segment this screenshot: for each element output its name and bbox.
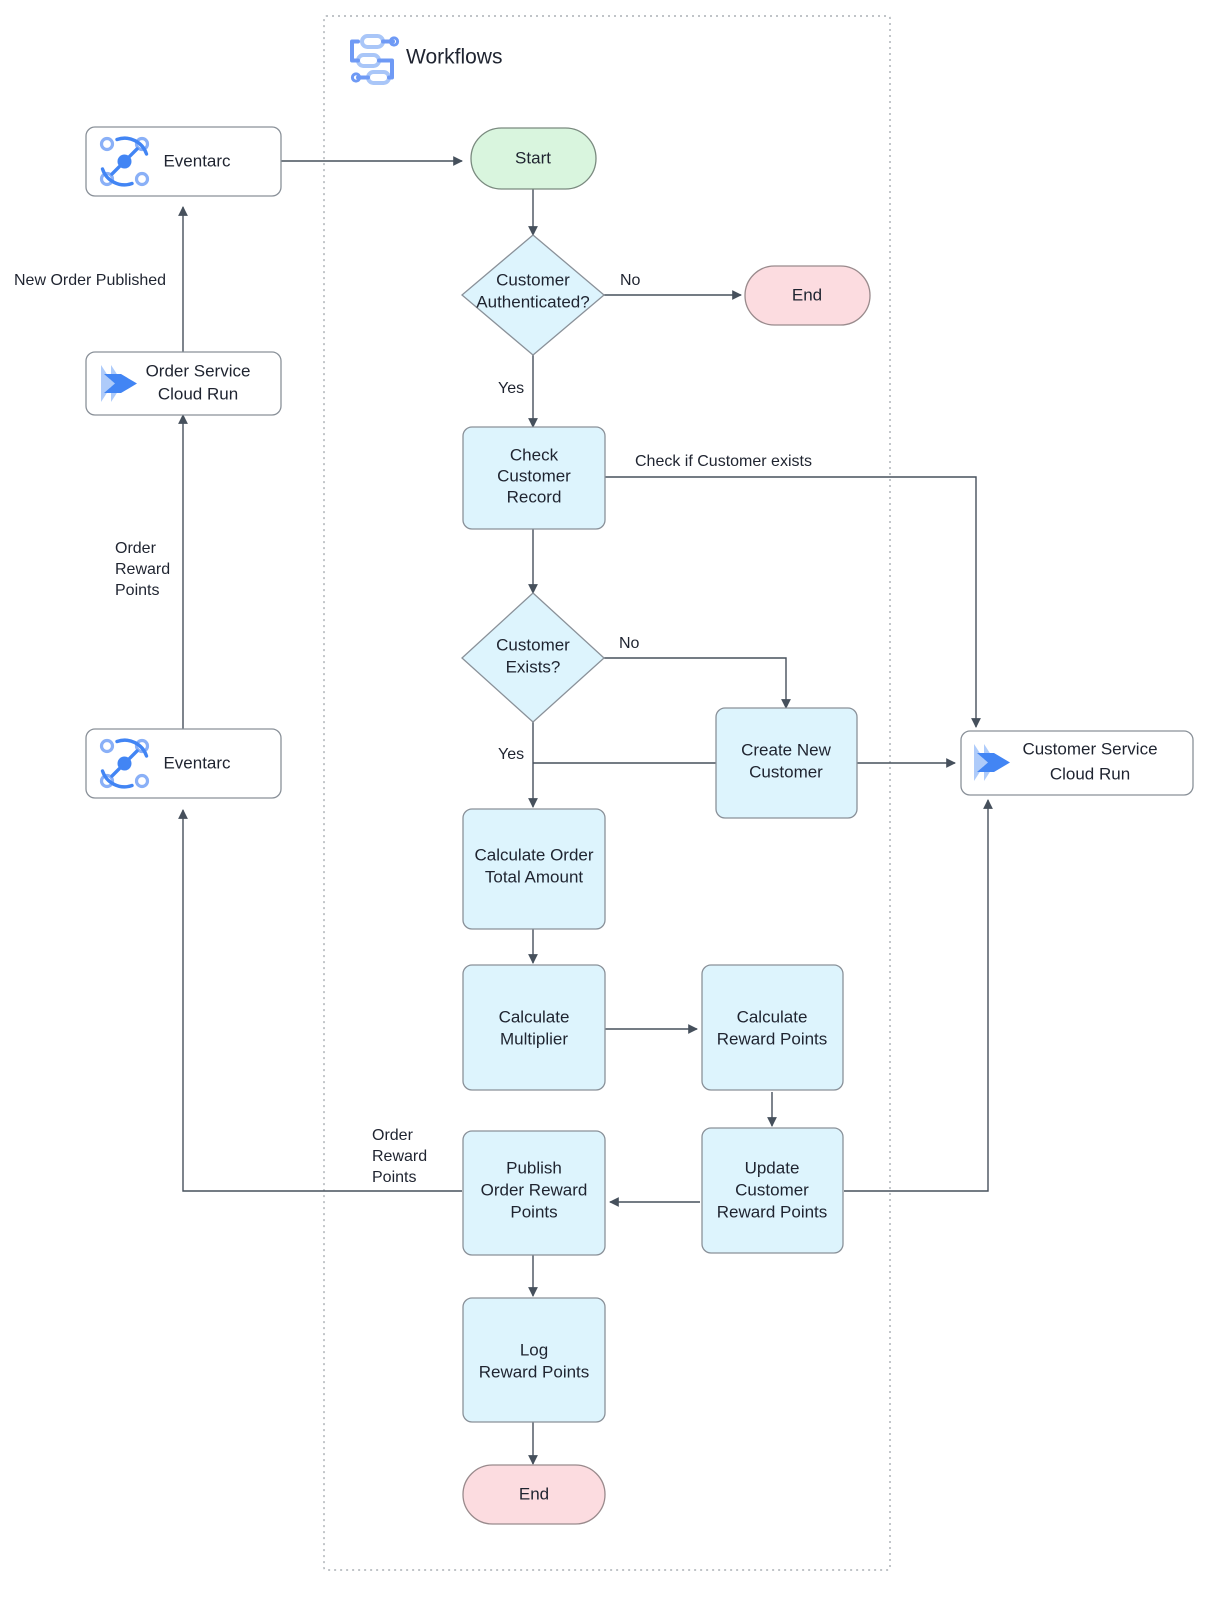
node-start-label: Start	[515, 148, 551, 167]
workflows-group-frame	[323, 15, 891, 1571]
node-publish-order-reward-points-label-1: Publish	[506, 1158, 562, 1177]
cloud-run-icon	[974, 744, 1010, 781]
node-customer-service-label-2: Cloud Run	[1050, 764, 1130, 783]
node-customer-authenticated-label-2: Authenticated?	[476, 292, 589, 311]
node-update-customer-reward-points-label-2: Customer	[735, 1180, 809, 1199]
edge-label-new-order-published: New Order Published	[14, 272, 166, 289]
node-create-new-customer-label-1: Create New	[741, 740, 831, 759]
node-create-new-customer-label-2: Customer	[749, 762, 823, 781]
svg-text:Reward: Reward	[115, 561, 170, 578]
cloud-run-icon	[101, 365, 137, 402]
node-calculate-order-total-label-2: Total Amount	[485, 867, 584, 886]
node-customer-authenticated[interactable]: Customer Authenticated?	[460, 234, 606, 356]
node-end-top[interactable]: End	[744, 265, 871, 326]
node-start[interactable]: Start	[470, 127, 597, 190]
edge-publish-to-eventarc-bottom	[178, 809, 462, 1192]
node-customer-exists-label-2: Exists?	[506, 657, 561, 676]
node-publish-order-reward-points-label-2: Order Reward	[481, 1180, 588, 1199]
node-check-customer-record[interactable]: Check Customer Record	[462, 426, 606, 530]
node-create-new-customer[interactable]: Create New Customer	[715, 707, 858, 819]
node-order-service-cloud-run[interactable]: Order Service Cloud Run	[85, 351, 282, 416]
node-calculate-reward-points[interactable]: Calculate Reward Points	[701, 964, 844, 1091]
node-eventarc-bottom[interactable]: Eventarc	[85, 728, 282, 799]
node-customer-service-cloud-run[interactable]: Customer Service Cloud Run	[960, 730, 1194, 796]
node-eventarc-top[interactable]: Eventarc	[85, 126, 282, 197]
node-update-customer-reward-points-label-1: Update	[745, 1158, 800, 1177]
edge-label-auth-no: No	[620, 272, 641, 289]
node-end-bottom-label: End	[519, 1484, 549, 1503]
node-end-top-label: End	[792, 285, 822, 304]
node-eventarc-top-label: Eventarc	[163, 151, 231, 170]
node-calculate-reward-points-label-2: Reward Points	[717, 1029, 828, 1048]
workflows-group-title: Workflows	[406, 46, 502, 69]
edge-exists-no-to-create-customer	[604, 657, 791, 709]
node-customer-exists-label-1: Customer	[496, 635, 570, 654]
node-check-customer-record-label-2: Customer	[497, 466, 571, 485]
node-customer-exists[interactable]: Customer Exists?	[461, 592, 605, 723]
node-log-reward-points[interactable]: Log Reward Points	[462, 1297, 606, 1423]
edge-label-exists-yes: Yes	[498, 746, 524, 763]
node-update-customer-reward-points-label-3: Reward Points	[717, 1202, 828, 1221]
node-check-customer-record-label-3: Record	[507, 487, 562, 506]
node-calculate-reward-points-label-1: Calculate	[737, 1007, 808, 1026]
edge-label-auth-yes: Yes	[498, 380, 524, 397]
svg-text:Order: Order	[372, 1127, 414, 1144]
node-calculate-order-total[interactable]: Calculate Order Total Amount	[462, 808, 606, 930]
svg-text:Reward: Reward	[372, 1148, 427, 1165]
eventarc-icon	[99, 738, 150, 789]
node-eventarc-bottom-label: Eventarc	[163, 753, 231, 772]
node-calculate-multiplier-label-2: Multiplier	[500, 1029, 568, 1048]
node-order-service-label-2: Cloud Run	[158, 384, 238, 403]
node-customer-authenticated-label-1: Customer	[496, 270, 570, 289]
node-order-service-label-1: Order Service	[146, 361, 251, 380]
edge-label-exists-no: No	[619, 635, 640, 652]
edge-check-record-to-customer-service	[605, 476, 981, 728]
svg-text:Points: Points	[115, 582, 159, 599]
node-check-customer-record-label-1: Check	[510, 445, 559, 464]
node-log-reward-points-label-2: Reward Points	[479, 1362, 590, 1381]
edge-label-check-if-customer-exists: Check if Customer exists	[635, 453, 812, 470]
node-update-customer-reward-points[interactable]: Update Customer Reward Points	[701, 1127, 844, 1254]
svg-text:Points: Points	[372, 1169, 416, 1186]
edge-update-to-customer-service	[844, 799, 993, 1192]
node-end-bottom[interactable]: End	[462, 1464, 606, 1525]
node-calculate-order-total-label-1: Calculate Order	[474, 845, 593, 864]
edge-label-order-reward-points-left: Order Reward Points	[115, 540, 170, 599]
eventarc-icon	[99, 136, 150, 187]
node-calculate-multiplier[interactable]: Calculate Multiplier	[462, 964, 606, 1091]
edge-label-order-reward-points-inner: Order Reward Points	[372, 1127, 427, 1186]
svg-text:Order: Order	[115, 540, 157, 557]
node-publish-order-reward-points-label-3: Points	[510, 1202, 557, 1221]
node-calculate-multiplier-label-1: Calculate	[499, 1007, 570, 1026]
workflows-icon	[350, 34, 400, 85]
node-log-reward-points-label-1: Log	[520, 1340, 548, 1359]
node-publish-order-reward-points[interactable]: Publish Order Reward Points	[462, 1130, 606, 1256]
node-customer-service-label-1: Customer Service	[1022, 739, 1157, 758]
